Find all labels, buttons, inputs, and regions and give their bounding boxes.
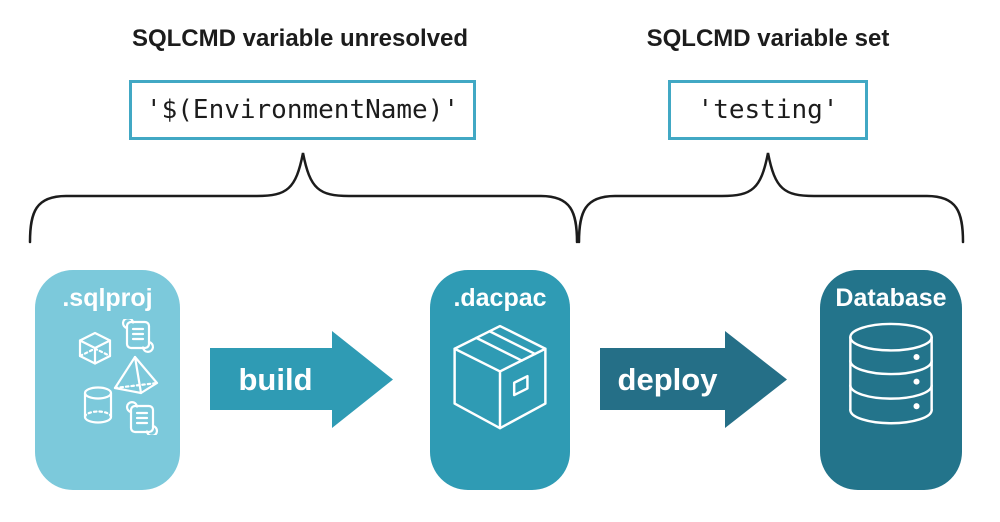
deploy-arrow-shape xyxy=(600,331,787,428)
sql-project-objects-icon xyxy=(78,319,159,435)
left-brace xyxy=(28,152,579,244)
sqlproj-card-title: .sqlproj xyxy=(62,284,153,312)
package-box-icon xyxy=(453,324,547,430)
deploy-arrow-label: deploy xyxy=(617,361,718,397)
build-arrow: build xyxy=(210,331,393,428)
dacpac-card: .dacpac xyxy=(430,270,570,490)
pyramid-icon xyxy=(113,355,159,395)
heading-sqlcmd-set: SQLCMD variable set xyxy=(646,25,890,52)
database-card: Database xyxy=(820,270,962,490)
environment-variable-value: '$(EnvironmentName)' xyxy=(145,95,460,125)
cube-icon xyxy=(78,331,112,365)
sqlproj-card: .sqlproj xyxy=(35,270,180,490)
deploy-arrow: deploy xyxy=(600,331,787,428)
database-card-title: Database xyxy=(835,284,947,312)
database-cylinder-icon xyxy=(849,322,933,425)
testing-value: 'testing' xyxy=(697,95,839,125)
right-brace xyxy=(577,152,965,244)
code-box-testing-value: 'testing' xyxy=(668,80,868,140)
cylinder-icon xyxy=(83,386,113,424)
build-arrow-shape xyxy=(210,331,393,428)
dacpac-card-title: .dacpac xyxy=(453,284,547,312)
code-box-environment-variable: '$(EnvironmentName)' xyxy=(129,80,476,140)
build-arrow-label: build xyxy=(238,361,313,397)
heading-sqlcmd-unresolved: SQLCMD variable unresolved xyxy=(131,25,469,52)
